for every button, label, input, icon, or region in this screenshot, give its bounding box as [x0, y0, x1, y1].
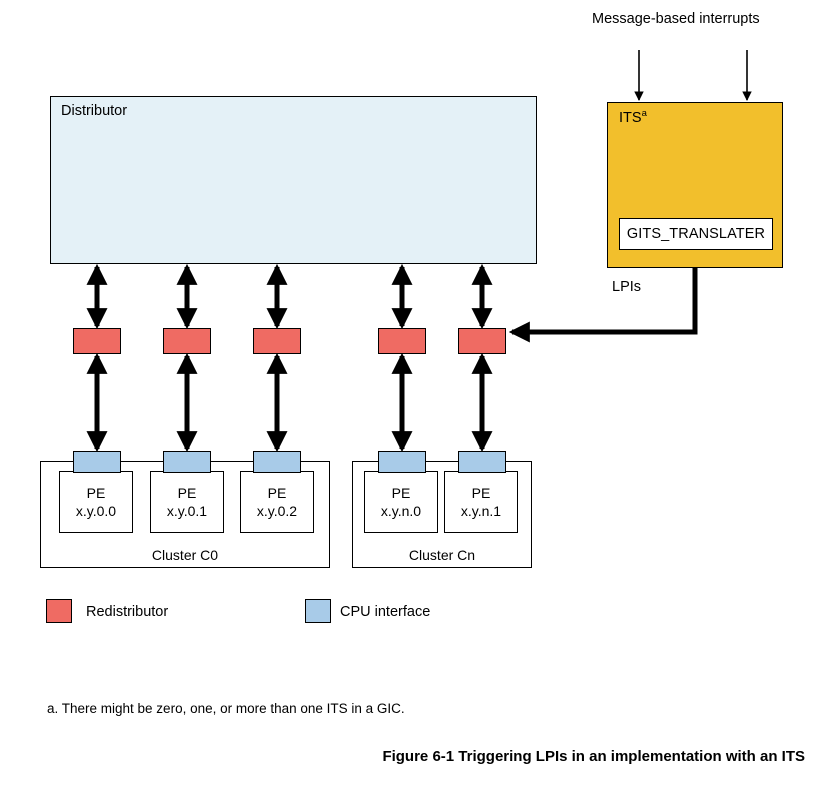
legend-label-redistributor: Redistributor — [86, 604, 169, 620]
redistributor-4[interactable] — [458, 328, 506, 354]
lpis-connector — [508, 268, 698, 343]
redistributor-1[interactable] — [163, 328, 211, 354]
legend-label-cpu-interface: CPU interface — [340, 604, 431, 620]
pe-title: PE — [471, 485, 491, 501]
message-based-interrupts-label: Message-based interrupts — [592, 11, 760, 27]
cluster-cn-box[interactable]: Cluster Cn — [352, 461, 532, 568]
cluster-c0-label: Cluster C0 — [151, 547, 219, 563]
cpu-interface-0[interactable] — [73, 451, 121, 473]
legend-swatch-cpu-interface — [305, 599, 331, 623]
figure-footnote: a. There might be zero, one, or more tha… — [47, 701, 405, 716]
pe-id: x.y.0.1 — [166, 503, 208, 519]
pe-id: x.y.0.0 — [75, 503, 117, 519]
pe-box-x-y-0-2[interactable]: PE x.y.0.2 — [240, 471, 314, 533]
distributor-redistributor-arrows — [86, 263, 493, 330]
gits-translater-register[interactable]: GITS_TRANSLATER — [619, 218, 773, 250]
pe-title: PE — [86, 485, 106, 501]
cpu-interface-2[interactable] — [253, 451, 301, 473]
pe-box-x-y-0-1[interactable]: PE x.y.0.1 — [150, 471, 224, 533]
figure-caption: Figure 6-1 Triggering LPIs in an impleme… — [382, 748, 805, 765]
lpis-label: LPIs — [612, 279, 642, 295]
cpu-interface-4[interactable] — [458, 451, 506, 473]
pe-box-x-y-n-0[interactable]: PE x.y.n.0 — [364, 471, 438, 533]
distributor-label: Distributor — [61, 103, 128, 119]
pe-title: PE — [391, 485, 411, 501]
gits-translater-label: GITS_TRANSLATER — [626, 226, 766, 242]
pe-id: x.y.n.0 — [380, 503, 422, 519]
redistributor-3[interactable] — [378, 328, 426, 354]
pe-title: PE — [267, 485, 287, 501]
its-footnote-marker: a — [641, 108, 647, 120]
its-label-text: ITS — [619, 110, 642, 126]
redistributor-0[interactable] — [73, 328, 121, 354]
cpu-interface-3[interactable] — [378, 451, 426, 473]
legend-swatch-redistributor — [46, 599, 72, 623]
pe-box-x-y-0-0[interactable]: PE x.y.0.0 — [59, 471, 133, 533]
redistributor-cpu-arrows — [86, 352, 493, 453]
pe-box-x-y-n-1[interactable]: PE x.y.n.1 — [444, 471, 518, 533]
pe-title: PE — [177, 485, 197, 501]
its-box[interactable]: ITSa GITS_TRANSLATER — [607, 102, 783, 268]
cpu-interface-1[interactable] — [163, 451, 211, 473]
pe-id: x.y.0.2 — [256, 503, 298, 519]
cluster-cn-label: Cluster Cn — [408, 547, 476, 563]
its-label: ITSa — [619, 108, 647, 127]
distributor-box[interactable]: Distributor — [50, 96, 537, 264]
pe-id: x.y.n.1 — [460, 503, 502, 519]
message-interrupt-arrows — [634, 50, 752, 101]
redistributor-2[interactable] — [253, 328, 301, 354]
